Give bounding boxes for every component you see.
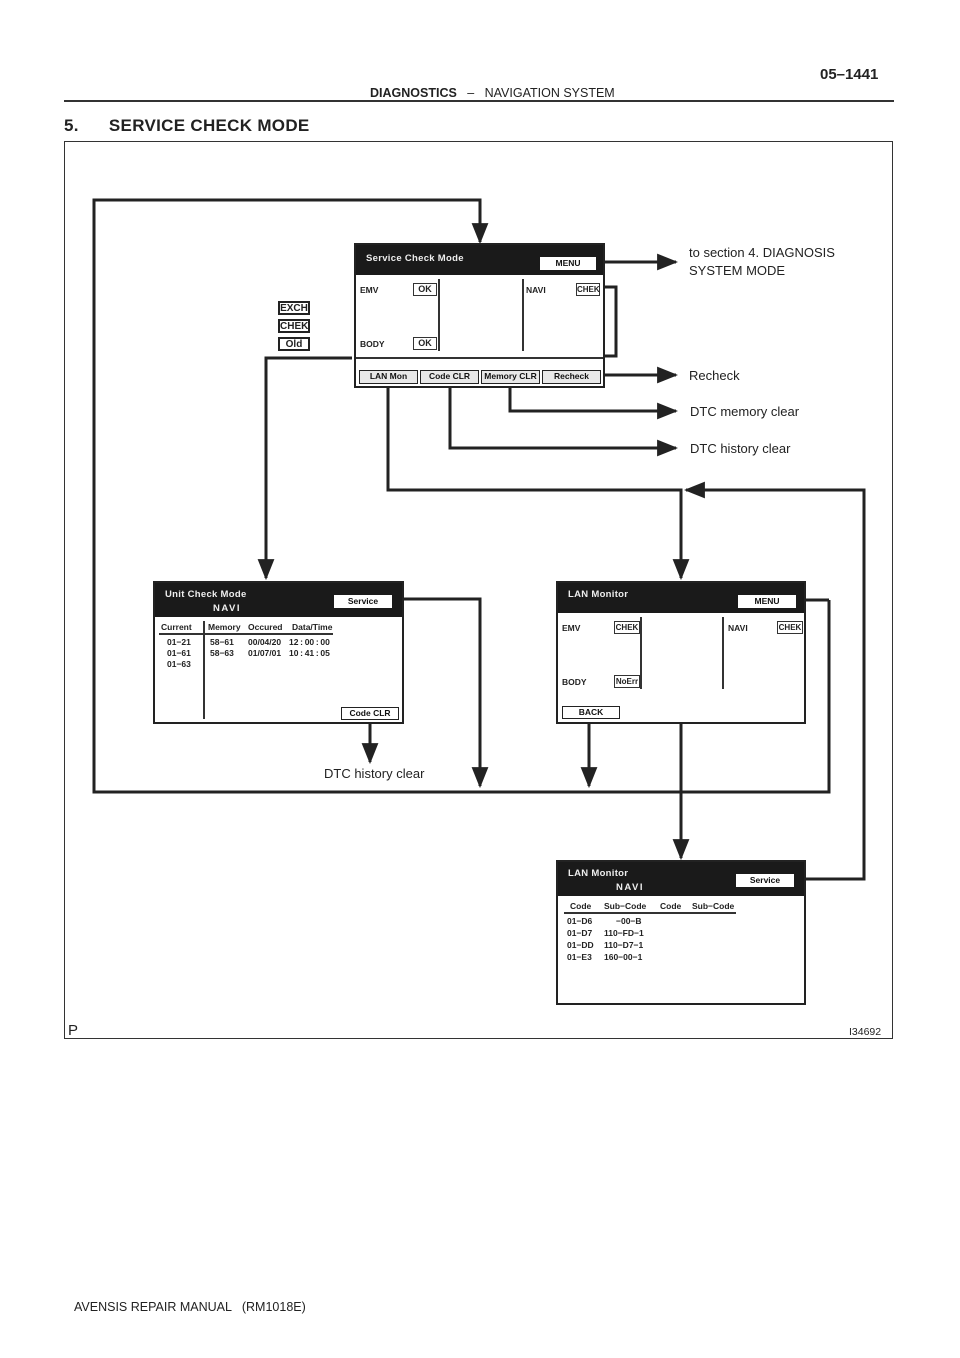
unit-current-row: 01−63 [167, 659, 191, 669]
code-clr-button[interactable]: Code CLR [420, 370, 479, 384]
lan-mon-button[interactable]: LAN Mon [359, 370, 418, 384]
lan-navi-title: LAN Monitor [568, 868, 629, 879]
chek-button[interactable]: CHEK [278, 319, 310, 333]
connector-unit-service-to-service-check [92, 198, 831, 794]
note-dtc-memory-clear: DTC memory clear [690, 404, 800, 419]
unit-col-datetime: Data/Time [292, 622, 333, 632]
lan-monitor-body-status[interactable]: NoErr [614, 675, 640, 688]
lan-navi-subtitle: NAVI [616, 882, 644, 893]
lan-navi-service-button[interactable]: Service [736, 874, 794, 887]
lan-navi-col-code: Code [570, 901, 592, 911]
unit-col-current: Current [161, 622, 192, 632]
figure-corner-mark: P [68, 1022, 79, 1039]
service-check-navi-label: NAVI [526, 285, 546, 295]
section-title: 5. SERVICE CHECK MODE [64, 116, 310, 135]
lan-monitor-divider-left [640, 617, 642, 689]
recheck-button[interactable]: Recheck [542, 370, 601, 384]
lan-navi-code-row: 01−DD [567, 940, 594, 950]
service-check-button-rule [356, 357, 603, 359]
lan-navi-code-row: 01−D7 [567, 928, 593, 938]
lan-navi-header-rule [564, 912, 736, 914]
lan-navi-col-code-2: Code [660, 901, 682, 911]
running-header: DIAGNOSTICS – NAVIGATION SYSTEM [370, 86, 615, 100]
lan-navi-code-row: 01−D6 [567, 916, 593, 926]
unit-column-divider [203, 621, 205, 719]
page-footer: AVENSIS REPAIR MANUAL (RM1018E) [74, 1300, 306, 1314]
figure-id: I34692 [849, 1026, 882, 1038]
lan-monitor-titlebar: LAN Monitor MENU [558, 583, 804, 613]
unit-memory-row: 58−61 [210, 637, 234, 647]
unit-datetime-row: 10 : 41 : 05 [289, 648, 330, 658]
unit-check-title: Unit Check Mode [165, 589, 247, 600]
connector-stack-to-unit [257, 356, 352, 581]
lan-monitor-menu-button[interactable]: MENU [738, 595, 796, 608]
lan-monitor-body-label: BODY [562, 677, 587, 687]
service-check-body-label: BODY [360, 339, 385, 349]
note-dtc-history-clear-left: DTC history clear [324, 766, 425, 781]
unit-check-screen: Unit Check Mode NAVI Service Current Mem… [153, 581, 404, 724]
lan-monitor-divider-right [722, 617, 724, 689]
lan-monitor-navi-screen: LAN Monitor NAVI Service Code Sub−Code C… [556, 860, 806, 1005]
service-check-screen: Service Check Mode MENU EMV OK BODY OK N… [354, 243, 605, 388]
lan-monitor-emv-label: EMV [562, 623, 581, 633]
lan-monitor-back-button[interactable]: BACK [562, 706, 620, 719]
unit-col-occured: Occured [248, 622, 283, 632]
unit-header-rule [159, 633, 333, 635]
note-to-section4-line2: SYSTEM MODE [689, 263, 786, 278]
header-section: DIAGNOSTICS [370, 86, 457, 100]
header-rule [64, 100, 894, 102]
header-separator: – [467, 86, 475, 100]
connector-memory-clr [508, 384, 679, 420]
unit-check-subtitle: NAVI [213, 603, 241, 614]
header-subsection: NAVIGATION SYSTEM [484, 86, 615, 100]
lan-monitor-navi-label: NAVI [728, 623, 748, 633]
unit-code-clr-button[interactable]: Code CLR [341, 707, 399, 720]
unit-col-memory: Memory [208, 622, 241, 632]
service-check-body-status: OK [413, 337, 437, 350]
unit-datetime-row: 12 : 00 : 00 [289, 637, 330, 647]
connector-lan-mon [386, 384, 690, 581]
lan-monitor-emv-status[interactable]: CHEK [614, 621, 640, 634]
unit-occured-row: 00/04/20 [248, 637, 282, 647]
lan-navi-titlebar: LAN Monitor NAVI Service [558, 862, 804, 896]
note-to-section4-line1: to section 4. DIAGNOSIS [689, 245, 835, 260]
unit-memory-row: 58−63 [210, 648, 234, 658]
unit-current-row: 01−21 [167, 637, 191, 647]
connector-unit-service-down [392, 597, 489, 789]
lan-navi-code-row: 01−E3 [567, 952, 592, 962]
note-dtc-history-clear-right: DTC history clear [690, 441, 791, 456]
lan-monitor-screen: LAN Monitor MENU EMV CHEK BODY NoErr NAV… [556, 581, 806, 724]
connector-navi-service-return [683, 481, 866, 881]
connector-navi-bracket [598, 285, 618, 358]
unit-current-row: 01−61 [167, 648, 191, 658]
lan-navi-col-subcode: Sub−Code [604, 901, 647, 911]
memory-clr-button[interactable]: Memory CLR [481, 370, 540, 384]
service-check-navi-status[interactable]: CHEK [576, 283, 600, 296]
lan-navi-subcode-row: −00−B [616, 916, 642, 926]
exch-button[interactable]: EXCH [278, 301, 310, 315]
service-check-titlebar: Service Check Mode MENU [356, 245, 603, 275]
lan-monitor-title: LAN Monitor [568, 589, 629, 600]
figure-frame [64, 141, 893, 1039]
service-check-title: Service Check Mode [366, 253, 464, 264]
service-check-divider-right [522, 279, 524, 351]
service-check-menu-button[interactable]: MENU [540, 257, 596, 270]
service-check-emv-label: EMV [360, 285, 379, 295]
service-check-emv-status: OK [413, 283, 437, 296]
lan-navi-subcode-row: 110−FD−1 [604, 928, 644, 938]
old-button[interactable]: Old [278, 337, 310, 351]
unit-check-titlebar: Unit Check Mode NAVI Service [155, 583, 402, 617]
connector-code-clr [448, 384, 679, 457]
note-recheck: Recheck [689, 368, 740, 383]
lan-navi-subcode-row: 160−00−1 [604, 952, 643, 962]
unit-occured-row: 01/07/01 [248, 648, 282, 658]
service-check-divider-left [438, 279, 440, 351]
lan-navi-subcode-row: 110−D7−1 [604, 940, 644, 950]
unit-check-service-button[interactable]: Service [334, 595, 392, 608]
lan-navi-col-subcode-2: Sub−Code [692, 901, 735, 911]
page-number: 05–1441 [820, 66, 879, 83]
lan-monitor-navi-status[interactable]: CHEK [777, 621, 803, 634]
